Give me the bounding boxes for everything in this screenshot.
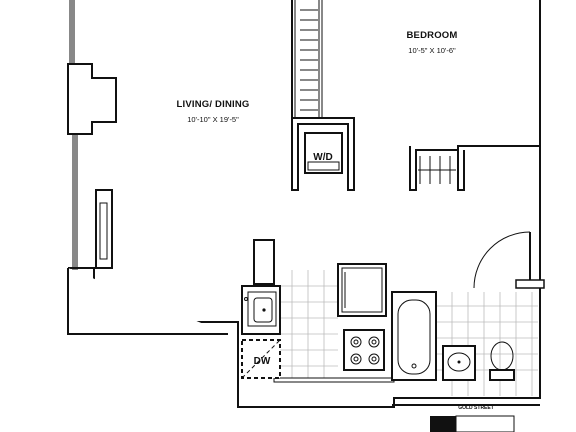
closet-hanger-rod xyxy=(300,9,318,111)
left-window-wall xyxy=(67,0,117,270)
refrigerator xyxy=(337,263,387,317)
kitchen-sink-counter xyxy=(241,285,281,335)
street-legend: GOLD STREET xyxy=(430,405,515,432)
bathroom-sink xyxy=(442,345,476,381)
living-room-dimensions: 10'-10" X 19'-5" xyxy=(187,115,239,124)
living-room-name: LIVING/ DINING xyxy=(177,99,250,110)
dishwasher-label: DW xyxy=(254,356,271,367)
stove xyxy=(343,329,385,371)
dishwasher: DW xyxy=(241,339,281,379)
kitchen-tile-floor xyxy=(273,270,395,383)
legend-bar-light xyxy=(455,415,515,432)
bedroom-closet xyxy=(409,145,540,191)
radiator-unit xyxy=(95,189,113,269)
toilet xyxy=(489,341,515,381)
bathroom-tile-floor xyxy=(436,292,538,396)
bedroom-dimensions: 10'-5" X 10'-6" xyxy=(408,46,456,55)
street-label: GOLD STREET xyxy=(458,405,494,411)
bedroom-room: BEDROOM 10'-5" X 10'-6" xyxy=(406,30,457,55)
closet xyxy=(291,0,355,191)
living-dining-room: LIVING/ DINING 10'-10" X 19'-5" xyxy=(177,99,250,124)
washer-dryer-label: W/D xyxy=(313,152,332,163)
bedroom-door xyxy=(473,231,545,289)
washer-dryer: W/D xyxy=(304,132,343,174)
legend-bar-dark xyxy=(430,416,456,432)
bedroom-name: BEDROOM xyxy=(406,30,457,41)
bathtub xyxy=(391,291,437,381)
